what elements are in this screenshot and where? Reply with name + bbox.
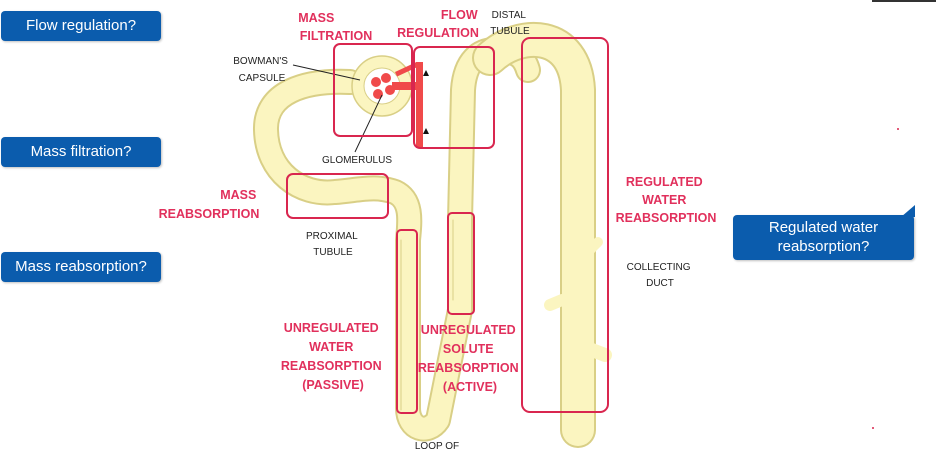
leader-lines (292, 64, 383, 153)
box-flow-regulation (413, 46, 495, 149)
highlight-boxes (286, 37, 609, 414)
label-bowmans-capsule: BOWMAN'S CAPSULE (233, 56, 290, 84)
glomerulus-shape (371, 61, 423, 148)
callout-text: Mass reabsorption? (15, 257, 147, 275)
callout-text: Flow regulation? (25, 16, 137, 34)
stray-dot (897, 128, 899, 130)
label-unregulated-solute: UNREGULATED SOLUTE REABSORPTION (ACTIVE) (418, 323, 522, 394)
box-mass-reabsorption (286, 173, 389, 219)
box-unregulated-solute (447, 212, 475, 315)
tubule-structure (253, 21, 612, 448)
callout-mass-reabsorption[interactable]: Mass reabsorption? (1, 252, 161, 282)
stray-dot (872, 427, 874, 429)
label-mass-filtration: MASS FILTRATION (298, 11, 372, 43)
vessel-arrows (423, 70, 429, 134)
label-mass-reabsorption: MASS REABSORPTION (159, 188, 260, 221)
label-flow-regulation: FLOW REGULATION (397, 8, 481, 40)
label-glomerulus: GLOMERULUS (322, 155, 392, 166)
label-regulated-water: REGULATED WATER REABSORPTION (616, 175, 717, 225)
box-regulated-water (521, 37, 609, 413)
label-distal-tubule: DISTAL TUBULE (490, 10, 530, 37)
box-unregulated-water (396, 229, 418, 414)
label-loop-of: LOOP OF (415, 441, 459, 452)
callout-regulated-water-reabsorption[interactable]: Regulated water reabsorption? (733, 205, 915, 260)
label-unregulated-water: UNREGULATED WATER REABSORPTION (PASSIVE) (281, 321, 385, 392)
callout-tail (901, 205, 915, 217)
label-collecting-duct: COLLECTING DUCT (627, 262, 694, 289)
callout-text: Regulated water reabsorption? (768, 218, 879, 255)
callout-text: Mass filtration? (30, 142, 132, 160)
box-mass-filtration (333, 43, 413, 137)
callout-mass-filtration[interactable]: Mass filtration? (1, 137, 161, 167)
callout-flow-regulation[interactable]: Flow regulation? (1, 11, 161, 41)
top-edge-line (872, 0, 936, 2)
label-proximal-tubule: PROXIMAL TUBULE (306, 231, 360, 258)
